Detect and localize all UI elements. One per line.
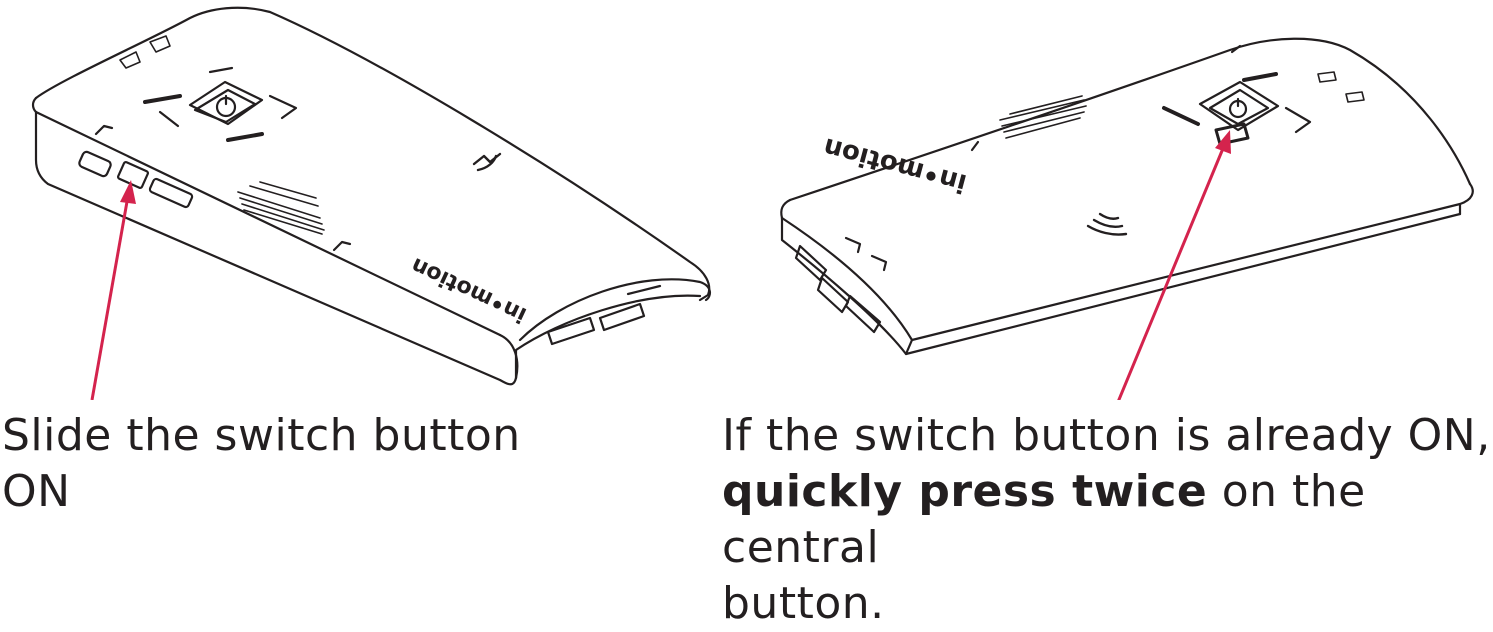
control-cluster-right bbox=[1162, 72, 1312, 146]
right-arrow-pointer bbox=[1117, 130, 1231, 400]
left-caption-line2: ON bbox=[2, 466, 71, 517]
right-caption: If the switch button is already ON, quic… bbox=[722, 408, 1493, 632]
vent-grille-right bbox=[999, 95, 1087, 139]
left-device-logo: in•motion bbox=[407, 252, 530, 327]
control-cluster-left bbox=[143, 66, 298, 142]
left-device-top-outline bbox=[34, 6, 711, 302]
right-device-logo: in•motion bbox=[820, 131, 969, 198]
power-icon-right bbox=[1228, 99, 1248, 119]
right-caption-line1: If the switch button is already ON, bbox=[722, 410, 1491, 461]
right-caption-bold: quickly press twice bbox=[722, 466, 1208, 517]
wireless-icon bbox=[472, 152, 502, 172]
right-device-top-outline bbox=[788, 37, 1472, 202]
vent-grille-left bbox=[237, 181, 325, 235]
right-caption-line2: quickly press twice on the central bbox=[722, 464, 1493, 576]
left-arrow-pointer bbox=[90, 180, 136, 400]
wireless-icon-right bbox=[1086, 212, 1128, 236]
right-caption-line3: button. bbox=[722, 578, 885, 629]
left-caption: Slide the switch button ON bbox=[2, 408, 562, 520]
left-device-illustration: in•motion bbox=[31, 6, 712, 400]
left-caption-line1: Slide the switch button bbox=[2, 410, 521, 461]
switch-button-right[interactable] bbox=[1214, 122, 1250, 146]
switch-button-left[interactable] bbox=[117, 161, 149, 189]
